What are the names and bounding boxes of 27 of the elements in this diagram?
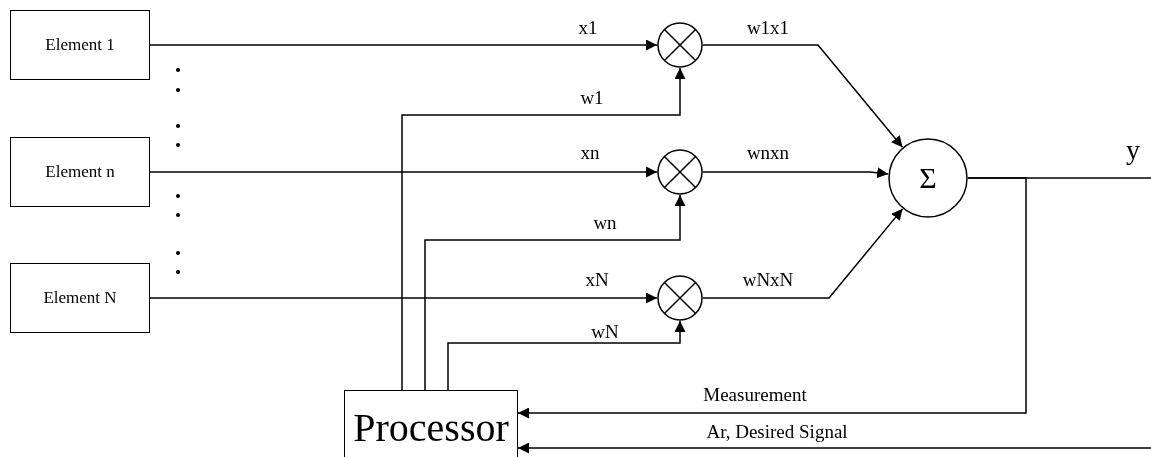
arrow <box>447 320 686 391</box>
edge-label: xN <box>583 270 611 289</box>
box-label: Processor <box>353 404 509 451</box>
edge-label: w1 <box>578 88 606 107</box>
box-label: Element n <box>45 162 115 182</box>
arrow <box>517 442 1151 454</box>
arrow <box>702 44 904 148</box>
element-box <box>10 263 150 333</box>
arrow <box>424 194 686 391</box>
sum-symbol: Σ <box>919 161 937 195</box>
processor-box <box>344 390 518 457</box>
arrow <box>149 166 658 178</box>
arrow <box>702 208 904 299</box>
arrow <box>401 67 686 391</box>
edge-label: x1 <box>576 18 600 37</box>
edge-label: Measurement <box>701 385 809 404</box>
edge-label: Ar, Desired Signal <box>704 422 850 441</box>
edge-label: wN <box>589 322 621 341</box>
arrow <box>149 39 658 51</box>
element-box <box>10 10 150 80</box>
element-box <box>10 137 150 207</box>
arrow <box>702 167 889 179</box>
edge-label: wNxN <box>740 270 796 289</box>
box-label: Element 1 <box>45 35 115 55</box>
arrow <box>149 292 658 304</box>
box-label: Element N <box>43 288 117 308</box>
arrow <box>517 177 1027 419</box>
